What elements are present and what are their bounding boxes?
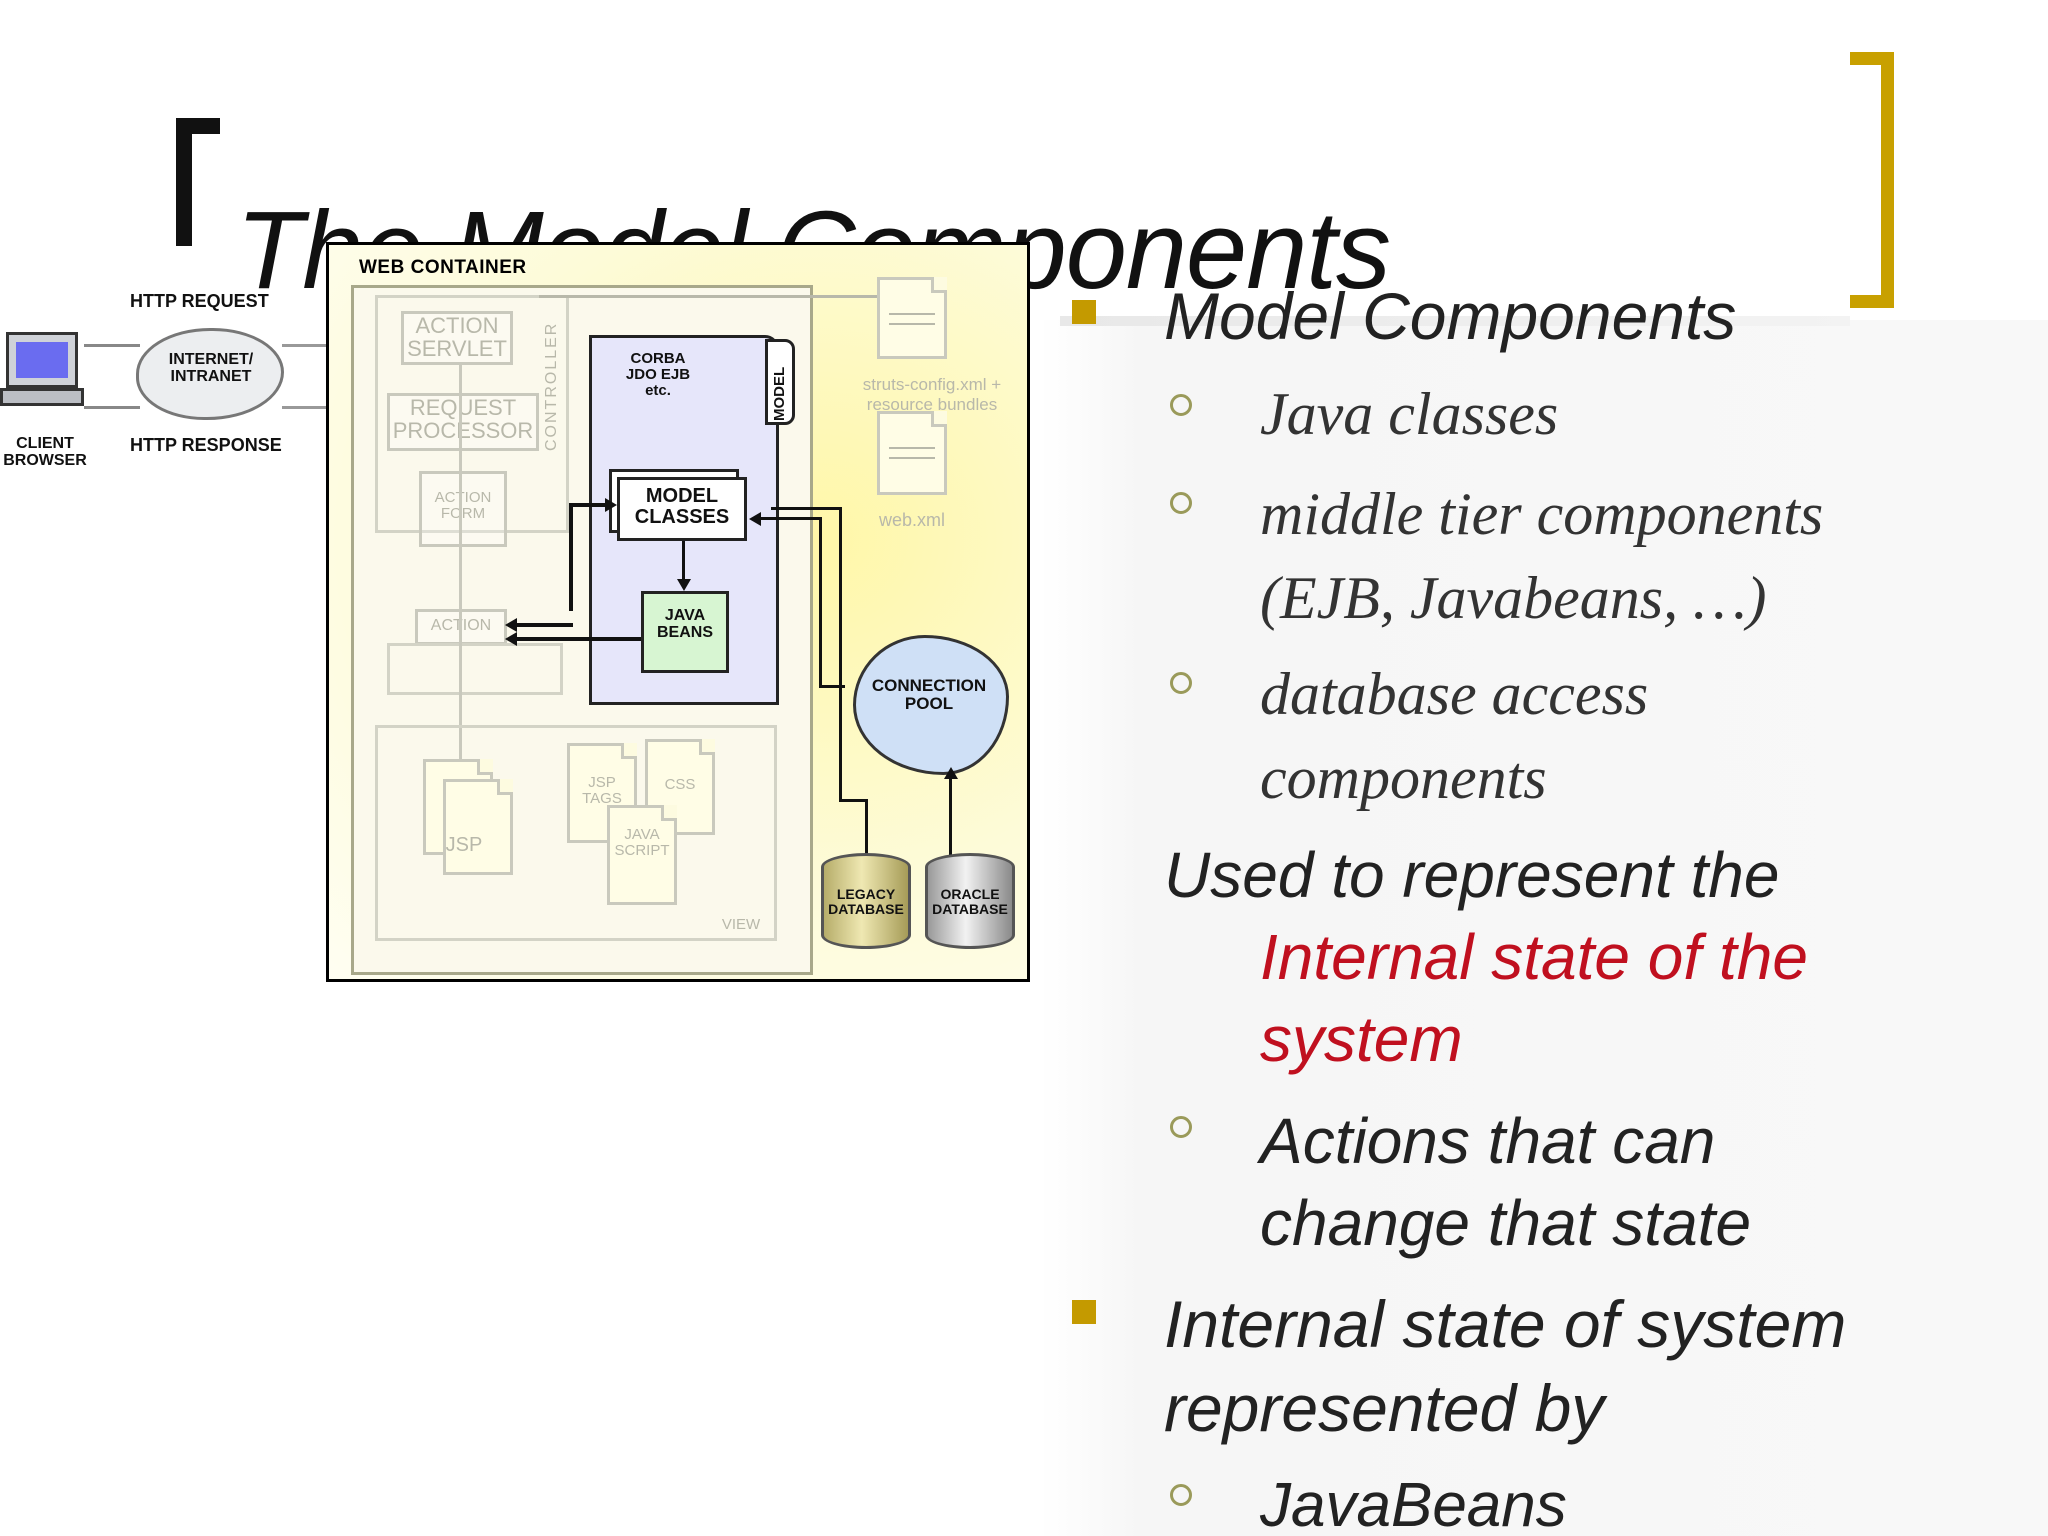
struts-config-document [877,277,947,359]
actions-line2: change that state [1260,1186,1751,1260]
model-to-action-top [569,503,609,507]
java-beans-box: JAVA BEANS [641,591,729,673]
bullet-middle-tier-line2: (EJB, Javabeans, …) [1260,564,1766,633]
model-classes-label: MODEL CLASSES [635,485,729,528]
bullet-circle-1 [1170,394,1192,416]
oracle-database-label: ORACLE DATABASE [921,887,1019,916]
model-classes-box: MODEL CLASSES [617,477,747,541]
classes-to-beans-arrow [677,579,691,591]
bullet-db-access-line2: components [1260,744,1547,813]
action-to-model-line [515,623,573,627]
oracle-to-pool-arrow [944,767,958,779]
request-line-left [84,344,140,347]
model-top-arrow [605,498,617,512]
internal-state-line2: system [1260,1002,1463,1076]
model-to-action-vertical [569,503,573,611]
pool-link-horizontal [759,517,821,520]
pool-to-model-arrow [749,512,761,526]
internal-state-repr-line1: Internal state of system [1164,1286,1846,1362]
bullet-circle-3 [1170,672,1192,694]
legacy-column-top [839,799,868,802]
controller-label: CONTROLLER [543,301,561,451]
view-label: VIEW [713,917,769,933]
legacy-database-label: LEGACY DATABASE [817,887,915,916]
webxml-line-1 [889,447,935,449]
struts-config-label: struts-config.xml + resource bundles [839,375,1025,414]
action-servlet-box: ACTION SERVLET [401,311,513,365]
http-response-label: HTTP RESPONSE [130,436,310,455]
web-xml-document [877,411,947,495]
webxml-line-2 [889,457,935,459]
legacy-link-top [771,507,841,510]
internal-state-line1: Internal state of the [1260,920,1808,994]
model-label: MODEL [771,345,788,421]
bullet-circle-4 [1170,1116,1192,1138]
action-stack [387,643,563,695]
config-line-2 [889,323,935,325]
action-form-box: ACTION FORM [419,471,507,547]
title-bracket-right [1850,52,1894,308]
web-container-frame: WEB CONTAINER ACTION SERVLET REQUEST PRO… [326,242,1030,982]
http-request-label: HTTP REQUEST [130,292,300,311]
javabeans-item: JavaBeans [1260,1470,1567,1536]
bullet-middle-tier-line1: middle tier components [1260,480,1823,549]
action-arrow [505,618,517,632]
internal-state-repr-line2: represented by [1164,1370,1604,1446]
client-browser-label: CLIENT BROWSER [0,436,90,470]
bullet-java-classes: Java classes [1260,380,1558,449]
title-bracket-left [176,118,220,246]
bullet-square-1 [1072,300,1096,324]
client-computer-icon [0,332,84,412]
jsp-document-back [443,779,513,875]
corba-list-label: CORBA JDO EJB etc. [621,351,695,398]
used-to-represent-text: Used to represent the [1164,838,1779,912]
legacy-column-upper [839,643,842,801]
internet-label: INTERNET/ INTRANET [150,352,272,386]
bullet-square-2 [1072,1300,1096,1324]
java-script-label: JAVA SCRIPT [607,827,677,859]
config-line-1 [889,313,935,315]
beans-to-action-line [515,637,641,641]
jsp-label: JSP [439,835,489,856]
pool-link-vertical [819,517,822,685]
request-processor-label: REQUEST PROCESSOR [393,395,534,443]
request-processor-box: REQUEST PROCESSOR [387,393,539,451]
response-line-left [84,406,140,409]
config-to-controller-line [539,295,877,298]
action-servlet-label: ACTION SERVLET [407,313,507,361]
bullet-db-access-line1: database access [1260,660,1648,729]
actions-line1: Actions that can [1260,1104,1715,1178]
jsp-tags-label: JSP TAGS [567,775,637,807]
struts-architecture-diagram: CLIENT BROWSER HTTP REQUEST HTTP RESPONS… [0,240,1032,985]
css-label: CSS [645,777,715,793]
web-container-label: WEB CONTAINER [359,257,527,279]
bullet-model-components: Model Components [1164,278,1736,354]
legacy-link-down [839,507,842,647]
action-form-label: ACTION FORM [435,489,492,522]
connection-pool-label: CONNECTION POOL [859,677,999,713]
beans-to-action-arrow [505,632,517,646]
bullet-circle-5 [1170,1484,1192,1506]
java-beans-label: JAVA BEANS [657,607,713,641]
web-xml-label: web.xml [859,511,965,530]
bullet-circle-2 [1170,492,1192,514]
classes-to-beans-line [682,541,685,581]
